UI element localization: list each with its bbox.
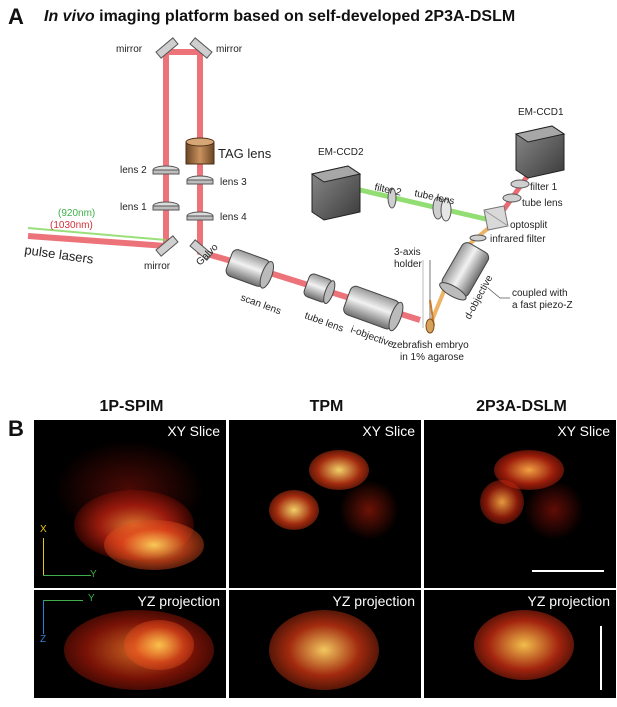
label-filter-1: filter 1 (530, 182, 558, 193)
image-2p3a-dslm-yz: YZ projection (424, 590, 616, 698)
label-em-ccd2: EM-CCD2 (318, 147, 364, 158)
mirror-top-left (155, 37, 179, 59)
label-infrared-filter: infrared filter (490, 234, 546, 245)
tile-label-yz: YZ projection (527, 593, 610, 609)
filter-1 (510, 179, 530, 189)
image-1p-spim-xy: XY Slice X Y (34, 420, 226, 588)
label-zebrafish-line1: zebrafish embryo (392, 340, 469, 351)
label-em-ccd1: EM-CCD1 (518, 107, 564, 118)
label-mirror-left: mirror (116, 44, 143, 55)
label-tube-lens-main: tube lens (303, 310, 345, 334)
column-header-tpm: TPM (309, 398, 344, 415)
tile-label-xy: XY Slice (557, 423, 610, 439)
column-header-1p-spim: 1P-SPIM (99, 398, 164, 415)
lens-3 (186, 175, 214, 185)
optical-setup-diagram: mirror mirror TAG lens lens 2 lens 3 len… (24, 37, 573, 363)
scan-lens (225, 249, 275, 289)
tile-label-xy: XY Slice (362, 423, 415, 439)
leader-lines (487, 287, 510, 299)
label-holder-line2: holder (394, 259, 422, 270)
red-tube-lens (502, 193, 522, 203)
axis-x-label: X (40, 524, 47, 535)
scale-bar-vertical (600, 626, 602, 690)
image-2p3a-dslm-xy: XY Slice (424, 420, 616, 588)
image-tpm-yz: YZ projection (229, 590, 421, 698)
label-1030nm: (1030nm) (50, 220, 93, 231)
label-optosplit: optosplit (510, 220, 547, 231)
lens-1 (152, 201, 180, 211)
title-rest: imaging platform based on self-developed… (94, 8, 516, 25)
zebrafish-embryo (425, 318, 435, 334)
panel-a-letter: A (8, 4, 24, 29)
d-objective (439, 242, 490, 301)
main-tube-lens (303, 273, 336, 304)
em-ccd2-camera (310, 165, 362, 221)
label-mirror-right: mirror (216, 44, 243, 55)
lens-4 (186, 211, 214, 221)
axis-z-label: Z (40, 634, 47, 645)
scale-bar-horizontal (532, 570, 604, 572)
i-objective (343, 285, 404, 332)
tile-label-yz: YZ projection (137, 593, 220, 609)
axis-indicator-xy: X Y (40, 524, 100, 580)
panel-b-letter: B (8, 416, 24, 441)
galvo-mirror (189, 239, 213, 261)
green-tube-lens (432, 196, 452, 222)
tile-label-yz: YZ projection (332, 593, 415, 609)
optosplit (483, 205, 509, 231)
label-tube-lens-red: tube lens (522, 198, 563, 209)
panel-a-title: In vivo imaging platform based on self-d… (44, 8, 515, 26)
label-mirror-bottom: mirror (144, 261, 171, 272)
em-ccd1-camera (514, 125, 566, 179)
title-italic: In vivo (44, 8, 95, 25)
tile-label-xy: XY Slice (167, 423, 220, 439)
axis-y-label: Y (90, 569, 97, 580)
label-holder-line1: 3-axis (394, 247, 421, 258)
label-lens-3: lens 3 (220, 177, 247, 188)
image-tpm-xy: XY Slice (229, 420, 421, 588)
filter-2 (387, 187, 397, 209)
label-zebrafish-line2: in 1% agarose (400, 352, 464, 363)
mirror-bottom (155, 235, 179, 257)
label-920nm: (920nm) (58, 208, 95, 219)
lens-2 (152, 165, 180, 175)
label-coupled-line2: a fast piezo-Z (512, 300, 573, 311)
mirror-top-right (189, 37, 213, 59)
tag-lens (185, 137, 215, 165)
label-scan-lens: scan lens (239, 292, 282, 317)
label-tag-lens: TAG lens (218, 146, 272, 161)
axis-indicator-yz: Y Z (40, 593, 100, 646)
label-lens-2: lens 2 (120, 165, 147, 176)
label-coupled-line1: coupled with (512, 288, 568, 299)
image-1p-spim-yz: YZ projection Y Z (34, 590, 226, 698)
column-header-2p3a-dslm: 2P3A-DSLM (476, 398, 567, 415)
label-pulse-lasers: pulse lasers (24, 242, 95, 267)
label-lens-4: lens 4 (220, 212, 247, 223)
infrared-filter-element (469, 234, 487, 242)
label-lens-1: lens 1 (120, 202, 147, 213)
axis-y-label: Y (88, 593, 95, 604)
